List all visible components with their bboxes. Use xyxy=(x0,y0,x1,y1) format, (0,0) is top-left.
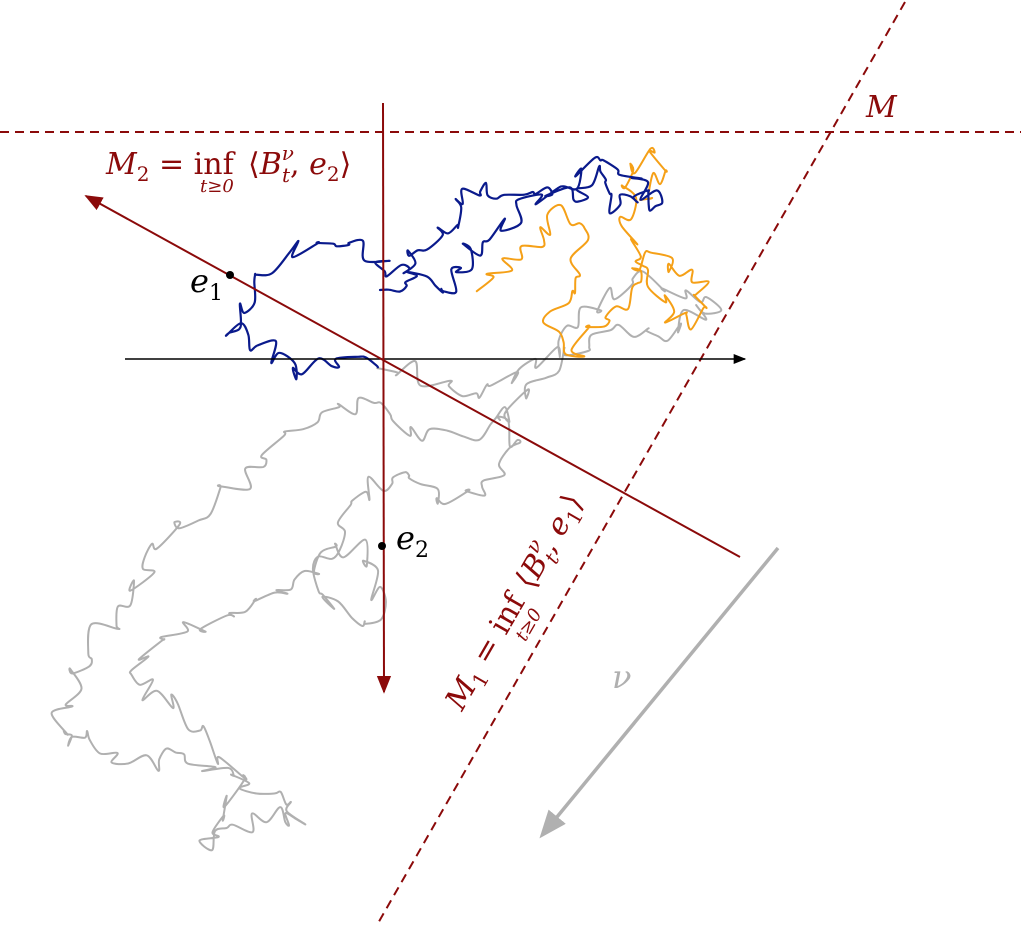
vertical-red-axis-e2 xyxy=(376,102,392,694)
svg-text:⟨Bνt, e2⟩: ⟨Bνt, e2⟩ xyxy=(248,141,351,187)
svg-text:M2 = inf: M2 = inf xyxy=(105,147,236,186)
nu-drift-arrow xyxy=(539,546,780,839)
label-nu: ν xyxy=(612,658,631,696)
brownian-path-orange xyxy=(475,146,710,358)
brownian-path-blue xyxy=(224,155,664,381)
brownian-path-gray xyxy=(50,270,723,852)
label-e2: e2 xyxy=(396,519,429,563)
diagonal-dashed-line-m1 xyxy=(376,1,906,926)
svg-text:t≥0: t≥0 xyxy=(200,176,234,197)
svg-text:M1 = inf: M1 = inf xyxy=(438,586,537,719)
brownian-paths xyxy=(50,146,723,852)
label-m: M xyxy=(865,90,898,125)
svg-text:⟨Bνt, e1⟩: ⟨Bνt, e1⟩ xyxy=(503,485,594,597)
label-m1-formula: M1 = inf t≥0 ⟨Bνt, e1⟩ xyxy=(438,485,594,719)
e1-point xyxy=(226,271,234,279)
label-e1: e1 xyxy=(190,262,223,306)
diagonal-red-axis-e1 xyxy=(84,195,741,558)
e2-point xyxy=(378,542,386,550)
